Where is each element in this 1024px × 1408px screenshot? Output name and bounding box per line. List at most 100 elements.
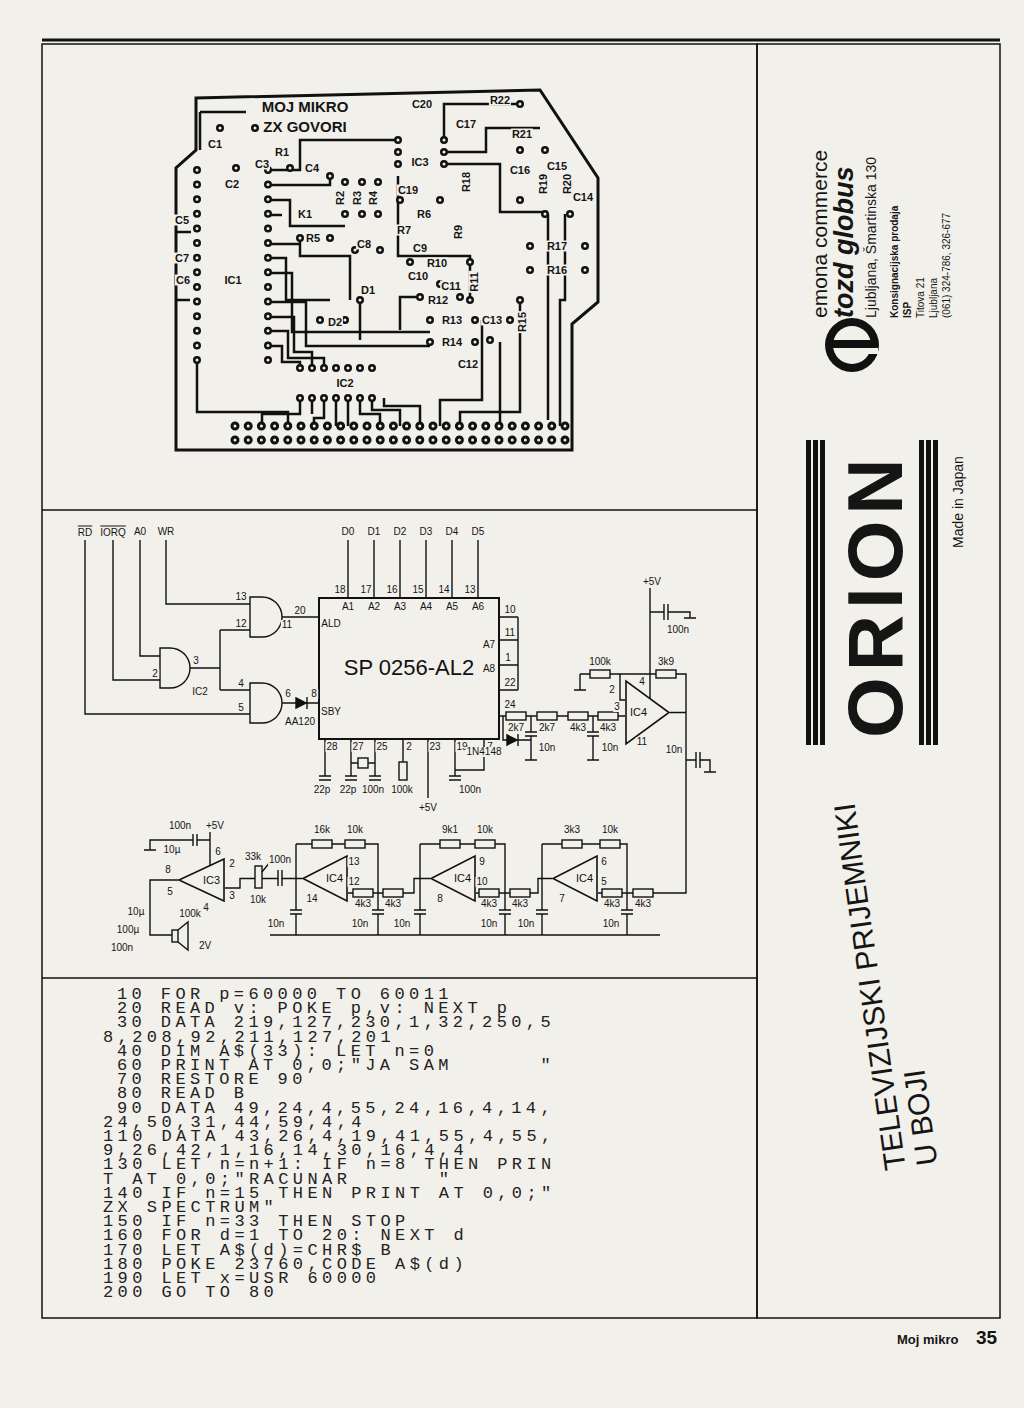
circuit-wire [598,713,686,894]
schematic-wire [348,540,478,597]
pin-label: 24 [503,700,516,710]
pin-label: 100n [666,625,690,635]
pin-label: 10n [538,743,557,753]
pin-label: 23 [428,742,441,752]
code-line: 20 READ v: POKE p,v: NEXT p [117,1002,511,1016]
resistor-symbol [590,670,610,678]
ad-text: ISP [902,302,913,318]
part-label: C5 [174,215,190,226]
part-label: C4 [304,163,320,174]
page-frame [42,44,757,1318]
ad-slogan: TELEVIZIJSKI PRIJEMNIKI U BOJI [826,782,942,1172]
part-label: R13 [441,315,463,326]
part-label: C8 [356,239,372,250]
pin-label: A2 [367,602,381,612]
diode-symbol [296,698,306,708]
pin-label: 10k [346,825,364,835]
pin-label: 100n [110,943,134,953]
pin-label: 10n [351,919,370,929]
ad-logo [825,318,879,372]
pin-label: D5 [471,527,486,537]
schematic-wire [686,752,716,772]
pin-label: 4k3 [511,899,529,909]
code-line: 180 POKE 23760,CODE A$(d) [103,1258,468,1272]
ad-bar [820,440,825,745]
pin-label: 10k [476,825,494,835]
resistor-symbol [353,889,653,897]
part-label: R20 [562,173,573,195]
board-title: MOJ MIKRO [260,99,351,114]
pin-label: 8 [310,689,318,699]
pin-label: 6 [284,689,292,699]
pin-label: 9 [478,857,486,867]
resistor-symbol [506,712,618,720]
ad-text: Konsignacijska prodaja [889,206,900,318]
pin-label: 2 [151,669,159,679]
pin-label: 100k [390,785,414,795]
code-line: 190 LET x=USR 60000 [103,1272,380,1286]
pin-label: 5 [600,877,608,887]
node-text: IC4 [454,872,471,884]
part-label: R6 [416,209,432,220]
resistor-symbol [602,889,622,897]
board-title: ZX GOVORI [261,119,348,134]
pcb-pad [300,140,444,398]
pin-label: 10n [601,743,620,753]
code-line: ZX SPECTRUM" [103,1201,278,1215]
speaker-symbol [172,930,178,942]
pin-label: 2 [608,685,616,695]
ad-logo [833,326,871,364]
speaker-symbol [178,922,188,950]
resistor-symbol [399,762,407,780]
pin-label: 5 [166,887,174,897]
pin-label: +5V [418,803,438,813]
pin-label: +5V [205,821,225,831]
pin-label: A4 [419,602,433,612]
code-line: 130 LET n=n+1: IF n=8 THEN PRIN [103,1158,556,1172]
pin-label: 4k3 [569,723,587,733]
pin-label: 9k1 [441,825,459,835]
part-label: R4 [368,190,379,206]
pin-label: SBY [320,707,342,717]
pin-label: 16 [385,585,398,595]
pin-label: 10 [503,605,516,615]
node-label: IC4 [326,872,343,884]
part-label: C11 [440,281,462,292]
pin-label: IC2 [191,687,209,697]
pin-label: 18 [333,585,346,595]
part-label: C3 [254,159,270,170]
pin-label: 28 [325,742,338,752]
resistor-symbol [353,889,373,897]
part-label: R16 [546,265,568,276]
pin-label: 17 [359,585,372,595]
pin-label: 100µ [116,925,140,935]
pcb-pad [197,104,585,440]
signal-label: IORQ [99,527,127,538]
resistor-symbol [479,889,499,897]
pcb-pad [197,170,268,360]
pin-label: 4k3 [599,723,617,733]
schematic-wire [525,716,599,760]
opamp-triangle: IC3 [178,858,225,902]
resistor-symbol [600,840,620,848]
page-frame [42,40,1000,1318]
resistor-symbol [568,712,588,720]
pin-label: 2k7 [538,723,556,733]
node-text: IC4 [630,706,647,718]
code-line: 40 DIM A$(33): LET n=0 [117,1045,438,1059]
resistor-symbol [506,712,526,720]
code-line: 80 READ B [117,1087,248,1101]
resistor-symbol [312,840,332,848]
crystal-symbol [358,758,368,768]
schematic-wire [650,588,696,698]
opamp-outline [179,859,224,901]
resistor-symbol [562,840,582,848]
part-label: R3 [352,190,363,206]
code-line: 9,26,42,1,16,14,30,16,4,4 [103,1144,468,1158]
ad-bar [926,440,931,745]
pin-label: A6 [471,602,485,612]
ad-bar [806,440,811,745]
opamp-triangle: IC4 [625,680,670,745]
part-label: R7 [396,225,412,236]
pin-label: 100k [588,657,612,667]
